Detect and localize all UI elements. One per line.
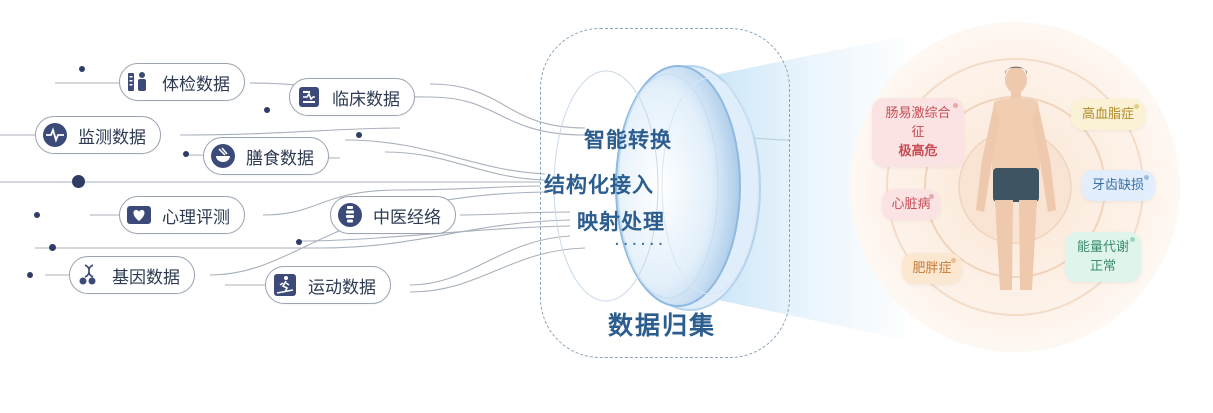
processing-step: 结构化接入 [544, 173, 654, 197]
source-label: 中医经络 [373, 207, 441, 228]
condition-line: 正常 [1089, 259, 1116, 274]
processing-step: 智能转换 [584, 128, 672, 152]
decor-dot [264, 107, 270, 113]
decor-dot [183, 151, 189, 157]
source-label: 监测数据 [78, 127, 146, 148]
tag-dot [929, 194, 934, 199]
decor-dot [34, 212, 40, 218]
hub-title: 数据归集 [608, 311, 717, 340]
condition-heart-disease: 心脏病 [882, 189, 940, 220]
decor-dot [27, 272, 33, 278]
decor-dot [79, 66, 85, 72]
source-diet: 膳食数据 [203, 137, 329, 175]
heartbeat-monitor-icon [42, 122, 68, 148]
source-label: 基因数据 [112, 267, 180, 288]
tag-dot [1144, 175, 1149, 180]
source-tcm-meridian: 中医经络 [330, 196, 456, 234]
processing-ellipsis: ······ [614, 234, 667, 255]
condition-tooth-defect: 牙齿缺损 [1081, 170, 1155, 201]
dna-icon [76, 262, 102, 288]
condition-obesity: 肥胖症 [902, 253, 962, 284]
food-bowl-icon [210, 143, 236, 169]
condition-hyperlipidemia: 高血脂症 [1071, 99, 1145, 130]
tag-dot [953, 103, 958, 108]
condition-line: 牙齿缺损 [1091, 178, 1144, 193]
body-check-icon [126, 69, 152, 95]
source-genetic: 基因数据 [69, 256, 195, 294]
source-label: 心理评测 [162, 207, 230, 228]
tag-dot [1130, 237, 1135, 242]
condition-line: 肥胖症 [912, 261, 952, 276]
data-collection-hub [540, 28, 790, 358]
source-physical-exam: 体检数据 [119, 63, 245, 101]
source-exercise: 运动数据 [265, 266, 391, 304]
psychology-heart-icon [126, 202, 152, 228]
decor-dot [296, 239, 302, 245]
condition-line: 能量代谢 [1076, 240, 1129, 255]
decor-dot [72, 175, 85, 188]
treadmill-icon [272, 272, 298, 298]
source-label: 临床数据 [332, 89, 400, 110]
clinical-report-icon [296, 84, 322, 110]
human-body-icon [976, 66, 1056, 290]
condition-line: 肠易激综合征 [885, 106, 951, 140]
source-label: 运动数据 [308, 277, 376, 298]
source-label: 膳食数据 [246, 148, 314, 169]
condition-line: 高血脂症 [1081, 107, 1134, 122]
condition-line: 极高危 [898, 144, 938, 159]
source-psychology: 心理评测 [119, 196, 245, 234]
processing-step: 映射处理 [577, 210, 665, 234]
source-label: 体检数据 [162, 74, 230, 95]
condition-line: 心脏病 [891, 197, 931, 212]
decor-dot [49, 244, 56, 251]
tag-dot [1134, 104, 1139, 109]
condition-ibs-high-risk: 肠易激综合征 极高危 [872, 98, 964, 167]
decor-dot [356, 132, 362, 138]
source-clinical: 临床数据 [289, 78, 415, 116]
condition-energy-metabolism-normal: 能量代谢 正常 [1065, 232, 1141, 282]
meridian-spine-icon [337, 202, 363, 228]
tag-dot [951, 258, 956, 263]
source-monitoring: 监测数据 [35, 116, 161, 154]
